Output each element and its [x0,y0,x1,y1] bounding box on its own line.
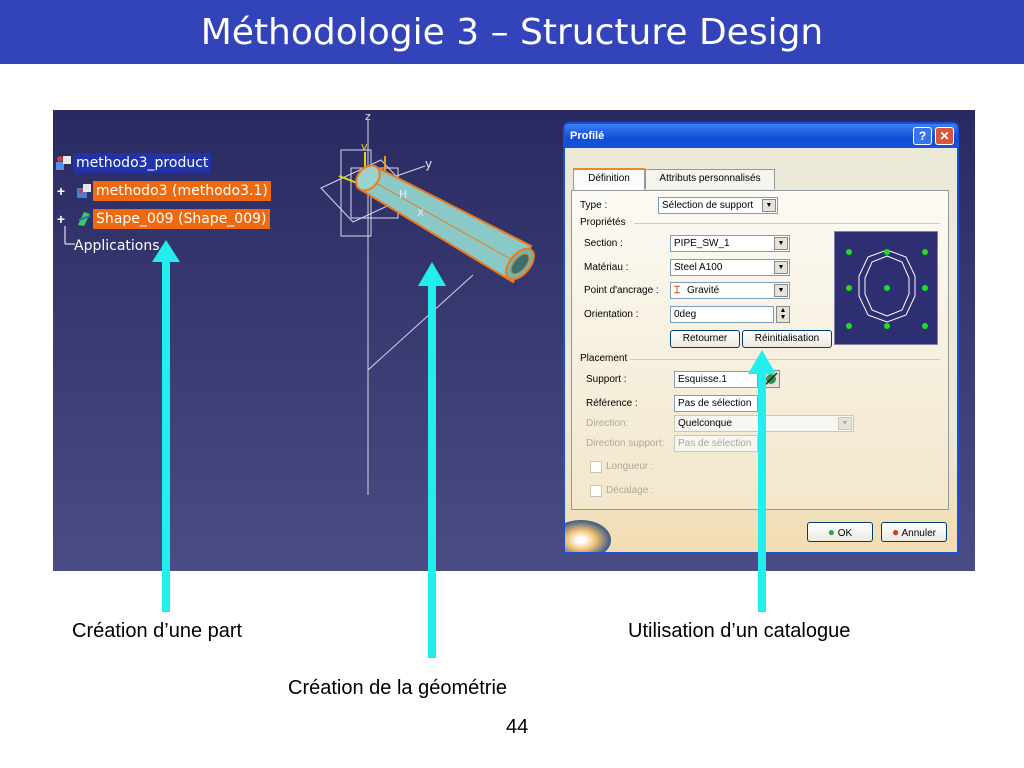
chevron-down-icon: ▼ [774,237,788,250]
tab-custom-attributes[interactable]: Attributs personnalisés [645,169,775,189]
type-select[interactable]: Sélection de support ▼ [658,197,778,214]
sketch-select-icon[interactable] [762,370,780,388]
divider [630,359,940,360]
title-bar: Méthodologie 3 – Structure Design [0,0,1024,64]
definition-panel: Type : Sélection de support ▼ Propriétés… [571,190,949,510]
ok-icon: ● [827,525,835,539]
direction-value: Quelconque [678,418,732,429]
offset-checkbox [590,485,602,497]
section-select[interactable]: PIPE_SW_1 ▼ [670,235,790,252]
axis-label-x: x [417,205,424,219]
support-label: Support : [586,374,627,385]
material-label: Matériau : [584,262,629,273]
flip-button[interactable]: Retourner [670,330,740,348]
axis-label-z: z [365,110,371,123]
cancel-button[interactable]: ● Annuler [881,522,947,542]
page-number: 44 [506,716,529,738]
tree-connector [64,226,75,245]
reset-button[interactable]: Réinitialisation [742,330,832,348]
section-preview [834,231,938,345]
chevron-down-icon: ▼ [762,199,776,212]
tree-label: methodo3 (methodo3.1) [93,181,271,201]
direction-support-input: Pas de sélection [674,435,758,452]
divider [634,223,940,224]
cancel-icon: ● [892,525,900,539]
length-checkbox [590,461,602,473]
direction-label: Direction: [586,418,629,429]
tree-label: Applications [74,238,160,254]
section-label: Section : [584,238,623,249]
orientation-input[interactable]: 0deg [670,306,774,323]
product-icon [55,154,73,172]
tree-item-shape[interactable]: + Shape_009 (Shape_009) [55,209,270,229]
reference-label: Référence : [586,398,638,409]
cancel-label: Annuler [901,528,936,539]
tree-item-part[interactable]: + methodo3 (methodo3.1) [55,181,271,201]
support-input[interactable]: Esquisse.1 [674,371,758,388]
properties-header: Propriétés [580,217,626,228]
catia-screenshot: z y x v H methodo3_product + methodo3 (m… [53,110,975,571]
caption-catalog: Utilisation d’un catalogue [628,620,851,642]
type-value: Sélection de support [662,200,754,211]
ok-label: OK [837,528,853,539]
offset-label: Décalage : [606,485,654,496]
caption-geometry: Création de la géométrie [288,677,508,699]
profile-dialog: Profilé ? ✕ Définition Attributs personn… [563,122,959,554]
length-label: Longueur : [606,461,654,472]
section-value: PIPE_SW_1 [674,238,730,249]
pipe-section-icon [846,249,928,329]
arrow-to-geometry [418,262,446,658]
axis-label-v: v [361,140,368,153]
tree-item-product[interactable]: methodo3_product [55,153,212,173]
placement-header: Placement [580,353,628,364]
anchor-label: Point d'ancrage : [584,285,659,296]
chevron-down-icon: ▼ [774,284,788,297]
tree-label: Shape_009 (Shape_009) [93,209,270,229]
ok-button[interactable]: ● OK [807,522,873,542]
anchor-value: Gravité [687,285,720,296]
chevron-down-icon: ▼ [838,417,852,430]
part-icon [75,182,93,200]
reference-input[interactable]: Pas de sélection [674,395,758,412]
arrow-to-catalog [748,350,776,612]
caption-part: Création d’une part [72,620,243,642]
material-select[interactable]: Steel A100 ▼ [670,259,790,276]
material-value: Steel A100 [674,262,723,273]
axis-label-y: y [425,157,432,171]
anchor-gravity-icon: ⌶ [674,285,680,296]
tree-item-applications[interactable]: Applications [71,236,163,256]
slide-title: Méthodologie 3 – Structure Design [200,11,824,53]
shape-icon [75,210,93,228]
type-label: Type : [580,200,608,211]
expand-icon[interactable]: + [56,183,66,199]
arrow-to-part [152,240,180,612]
direction-support-label: Direction support: [586,438,665,449]
dialog-title: Profilé [570,130,605,142]
chevron-down-icon: ▼ [774,261,788,274]
catia-logo-decoration [565,520,611,552]
help-button[interactable]: ? [913,127,932,145]
close-button[interactable]: ✕ [935,127,954,145]
anchor-select[interactable]: ⌶ Gravité ▼ [670,282,790,299]
axis-label-h: H [399,188,407,201]
tree-label: methodo3_product [73,153,212,173]
dialog-body: Définition Attributs personnalisés Type … [565,148,957,552]
dialog-titlebar: Profilé ? ✕ [565,124,957,148]
geometry-viewport: z y x v H [320,110,535,495]
orientation-label: Orientation : [584,309,639,320]
orientation-spinner[interactable]: ▲▼ [776,306,790,323]
expand-icon[interactable]: + [56,211,66,227]
tab-definition[interactable]: Définition [573,168,645,190]
